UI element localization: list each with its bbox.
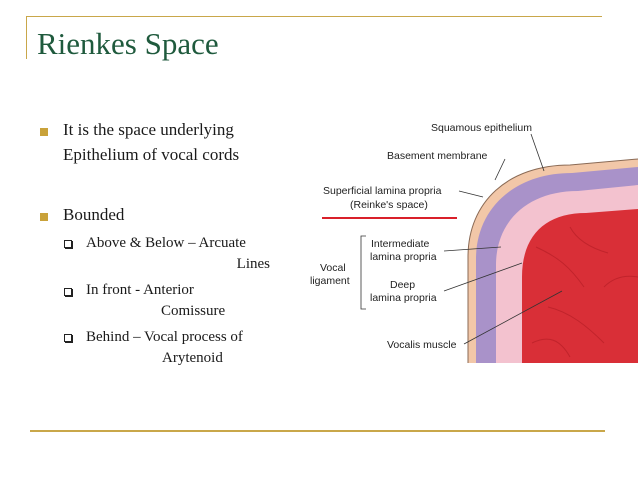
slide-bottom-rule xyxy=(30,430,605,432)
sub-bullet-2-line-2: Comissure xyxy=(161,303,226,319)
sub-bullet-1: Above & Below – Arcuate Lines xyxy=(86,234,270,274)
vocal-fold-diagram: Squamous epithelium Basement membrane Su… xyxy=(308,107,638,363)
sub-bullet-1-line-2: Lines xyxy=(236,256,270,272)
bullet-2: Bounded xyxy=(63,205,125,224)
bullet-1: It is the space underlying Epithelium of… xyxy=(63,119,239,165)
label-reinkes-space: (Reinke's space) xyxy=(350,199,428,211)
label-intermediate-line-2: lamina propria xyxy=(370,251,437,263)
label-superficial-lamina-propria: Superficial lamina propria xyxy=(323,185,442,197)
label-squamous-epithelium: Squamous epithelium xyxy=(431,122,532,134)
muscle-fiber-lines xyxy=(531,226,638,358)
bullet-marker xyxy=(40,213,48,221)
slide-top-rule xyxy=(26,16,602,17)
label-basement-membrane: Basement membrane xyxy=(387,150,488,162)
vocal-ligament-bracket xyxy=(360,235,366,310)
sub-bullet-3: Behind – Vocal process of Arytenoid xyxy=(86,328,243,368)
label-deep-line-2: lamina propria xyxy=(370,292,437,304)
sub-bullet-marker xyxy=(64,288,72,296)
bullet-1-line-1: It is the space underlying xyxy=(63,120,234,139)
vocalis-muscle xyxy=(522,209,638,363)
sub-bullet-2-line-1: In front - Anterior xyxy=(86,282,194,298)
label-ligament: ligament xyxy=(310,275,350,287)
bullet-marker xyxy=(40,128,48,136)
slide-title: Rienkes Space xyxy=(37,26,219,61)
bullet-1-line-2: Epithelium of vocal cords xyxy=(63,145,240,164)
vocal-fold-illustration: Squamous epithelium Basement membrane Su… xyxy=(310,122,638,363)
sub-bullet-marker xyxy=(64,240,72,248)
sub-bullet-marker xyxy=(64,334,72,342)
leader-lines xyxy=(443,133,563,345)
sub-bullet-3-line-2: Arytenoid xyxy=(162,350,223,366)
label-deep-line-1: Deep xyxy=(390,279,415,291)
label-vocalis-muscle: Vocalis muscle xyxy=(387,339,457,351)
sub-bullet-2: In front - Anterior Comissure xyxy=(86,281,225,321)
sub-bullet-1-line-1: Above & Below – Arcuate xyxy=(86,235,246,251)
label-vocal: Vocal xyxy=(320,262,346,274)
slide-left-rule xyxy=(26,16,27,59)
sub-bullet-3-line-1: Behind – Vocal process of xyxy=(86,329,243,345)
label-intermediate-line-1: Intermediate xyxy=(371,238,430,250)
